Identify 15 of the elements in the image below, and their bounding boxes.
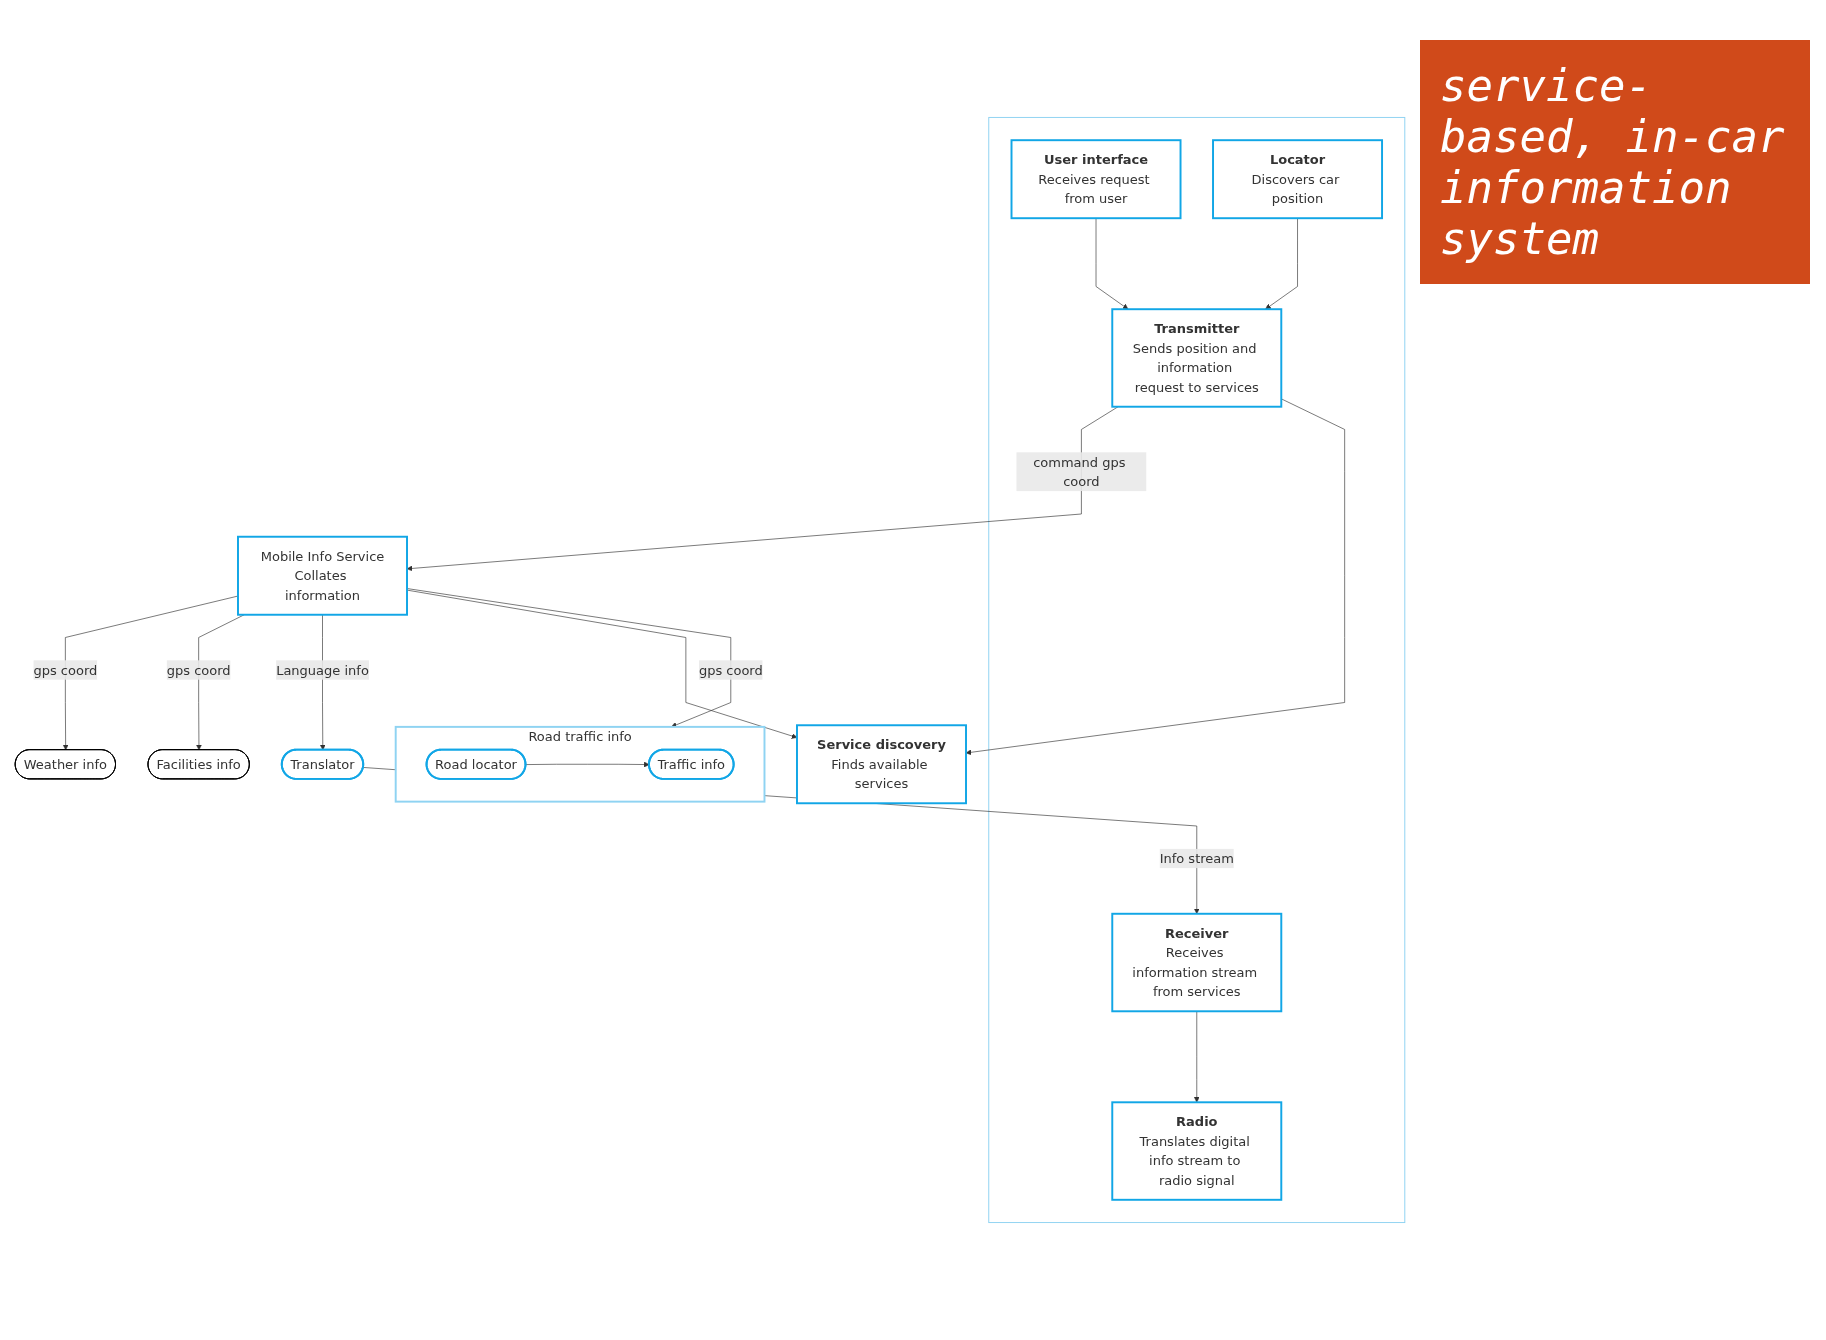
edge-label: Language info: [276, 662, 369, 678]
cluster: [988, 116, 1406, 1224]
edge-label: gps coord: [698, 662, 763, 678]
edge-label: gps coord: [166, 662, 231, 678]
node-box: Receiver Receives information stream from services: [1111, 912, 1283, 1013]
node-box: User interface Receives request from user: [1010, 139, 1182, 220]
edge-label: Info stream: [1159, 850, 1234, 867]
note-label: service-based, in-car information system: [1420, 40, 1810, 284]
node-box: Service discovery Finds available services: [796, 724, 967, 805]
node-box: Transmitter Sends position and information request to services: [1111, 308, 1283, 408]
node-box: Locator Discovers car position: [1212, 139, 1384, 220]
node-box: Radio Translates digital info stream to radio signal: [1111, 1101, 1283, 1201]
node-box: Mobile Info Service Collates information: [237, 535, 408, 616]
edge-label: gps coord: [33, 662, 98, 678]
edge-label: command gps coord: [1033, 454, 1126, 490]
